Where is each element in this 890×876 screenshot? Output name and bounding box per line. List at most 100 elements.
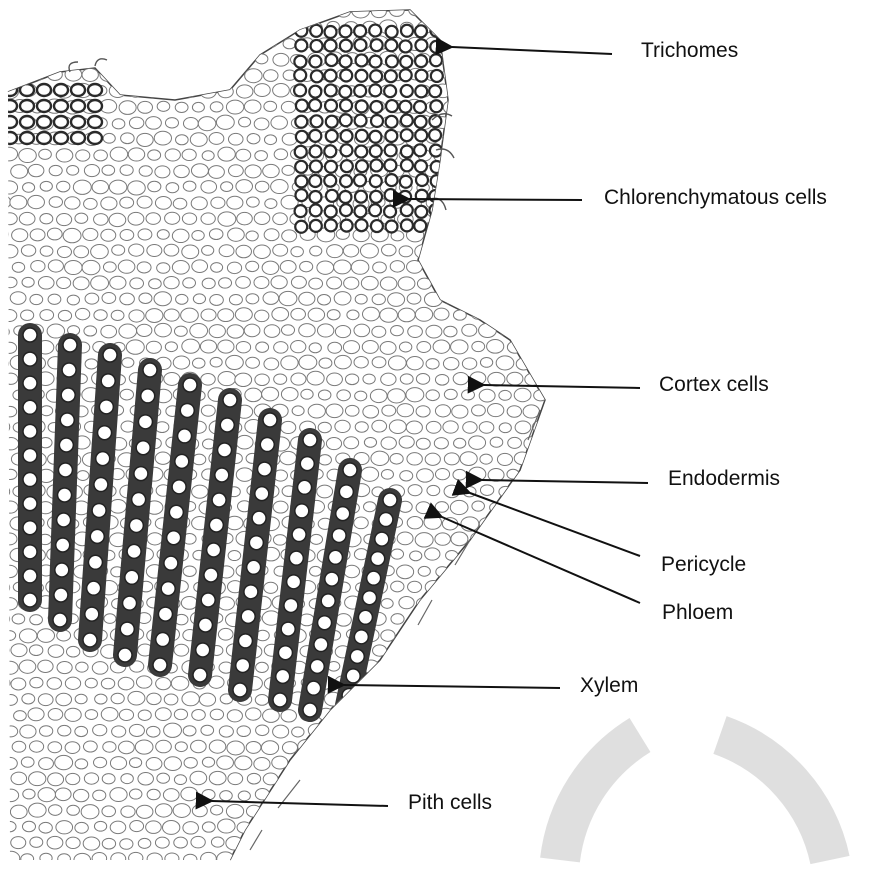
cell (198, 618, 212, 632)
cell (544, 438, 557, 448)
cell (335, 420, 350, 432)
cell (340, 204, 352, 216)
cell (77, 471, 89, 481)
cell (399, 191, 411, 203)
cell (263, 413, 277, 427)
cell (434, 245, 451, 259)
cell (104, 614, 116, 624)
cell (334, 292, 351, 305)
cell (370, 708, 387, 722)
cell (384, 159, 396, 171)
cell (452, 693, 467, 705)
cell (137, 196, 152, 208)
cell (238, 634, 252, 648)
cell (176, 294, 188, 304)
cell (48, 294, 61, 304)
cell (228, 133, 243, 145)
cell (212, 493, 226, 507)
cell (294, 69, 306, 81)
cell (358, 610, 372, 624)
cell (500, 709, 512, 719)
cell (174, 709, 187, 720)
cell (129, 117, 143, 129)
cell (252, 511, 266, 525)
cell (417, 469, 434, 482)
cell (119, 69, 133, 80)
cell (414, 220, 426, 232)
cell (516, 358, 531, 370)
cell (399, 342, 411, 352)
cell (354, 357, 368, 368)
cell (85, 359, 98, 369)
cell (155, 166, 170, 178)
cell (373, 262, 387, 273)
cell (91, 276, 109, 290)
cell (435, 213, 448, 223)
cell (103, 742, 116, 753)
cell (23, 569, 37, 583)
cell (372, 420, 387, 432)
cell (110, 788, 127, 802)
cell (397, 565, 414, 579)
cell (388, 389, 406, 403)
cell (290, 853, 306, 866)
cell (2, 598, 17, 610)
cell (479, 837, 496, 850)
cell (109, 213, 126, 226)
cell (137, 324, 152, 336)
cell (128, 212, 144, 225)
cell (470, 693, 486, 706)
cell (487, 630, 502, 642)
cell (31, 260, 45, 271)
cell (470, 148, 487, 161)
cell (163, 789, 179, 802)
cell (23, 183, 35, 193)
cell (552, 69, 567, 81)
cell (209, 325, 225, 338)
cell (2, 533, 17, 545)
cell (28, 195, 45, 208)
cell (0, 774, 9, 786)
cell (535, 231, 547, 241)
cell (146, 117, 162, 130)
cell (295, 146, 307, 158)
cell (344, 821, 358, 832)
cell (2, 661, 18, 674)
cell (226, 100, 243, 114)
cell (559, 659, 576, 673)
cell (273, 725, 289, 738)
cell (76, 150, 90, 161)
cell (431, 161, 443, 173)
cell (274, 149, 287, 160)
cell (147, 853, 162, 865)
cell (237, 212, 253, 224)
cell (146, 758, 162, 771)
cell (156, 633, 170, 647)
cell (73, 180, 91, 194)
cell (199, 693, 215, 706)
cell (335, 772, 352, 785)
cell (462, 615, 475, 626)
label-cortex-cells: Cortex cells (659, 374, 769, 395)
cell (489, 214, 501, 224)
cell (56, 693, 72, 706)
cell (524, 85, 541, 98)
cell (431, 70, 443, 82)
cell (443, 357, 459, 369)
cell (84, 773, 98, 784)
cell (128, 181, 146, 195)
cell (122, 7, 134, 17)
cell (534, 135, 548, 146)
cell (542, 756, 558, 768)
cell (400, 69, 412, 81)
cell (244, 324, 260, 337)
cell (246, 708, 261, 720)
cell (81, 805, 99, 819)
cell (21, 310, 34, 321)
cell (281, 622, 295, 636)
cell (120, 839, 133, 850)
cell (3, 116, 17, 128)
cell (84, 165, 99, 177)
cell (149, 279, 162, 289)
cell (524, 789, 539, 801)
